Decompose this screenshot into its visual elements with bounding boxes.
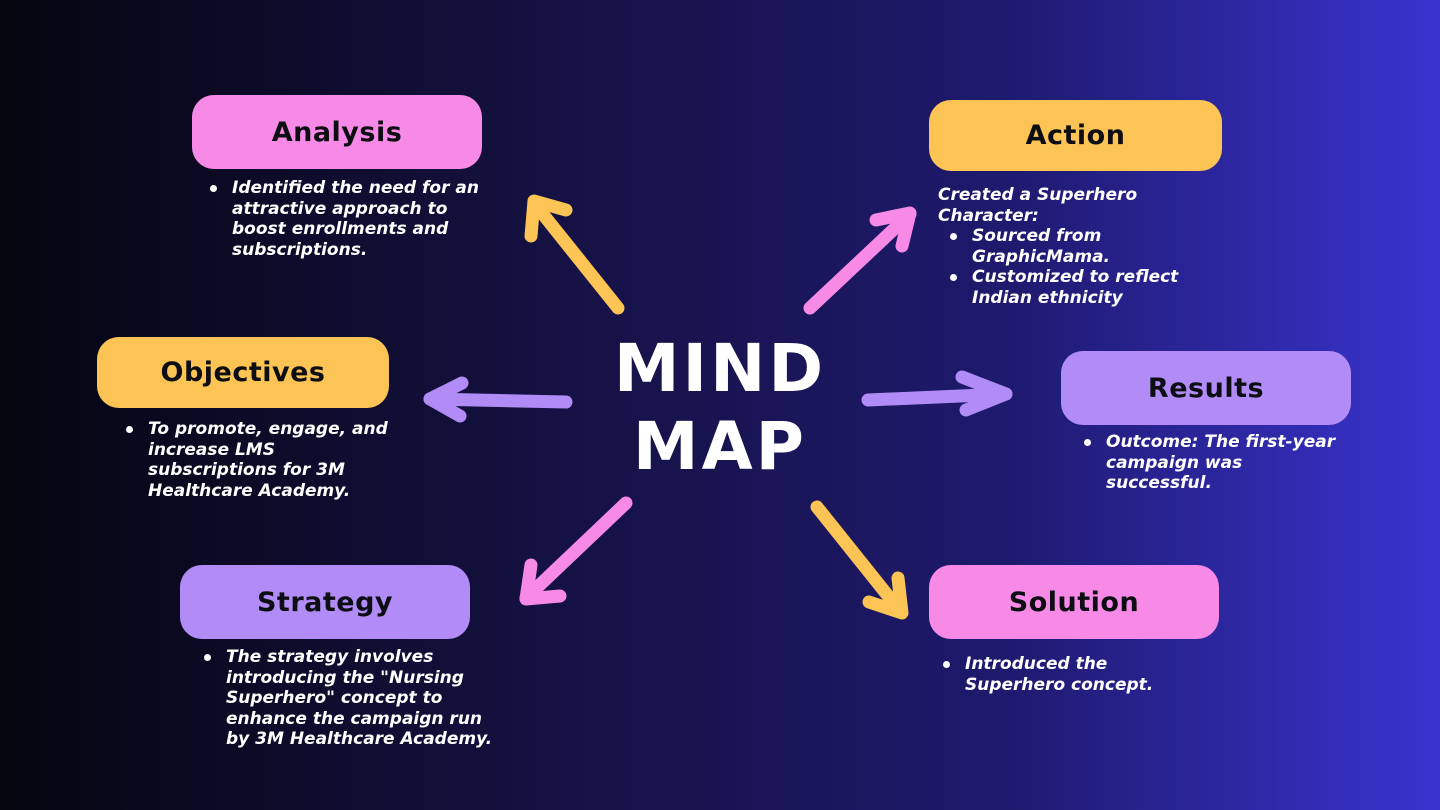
arrow-to-results bbox=[861, 370, 1013, 417]
title-line-1: MIND bbox=[613, 330, 827, 407]
arrow-to-strategy bbox=[519, 496, 633, 606]
solution-bullet-1: Introduced the Superhero concept. bbox=[943, 654, 1173, 695]
title-line-2: MAP bbox=[632, 408, 808, 485]
arrow-to-objectives bbox=[423, 376, 573, 423]
action-details: Created a Superhero Character: Sourced f… bbox=[938, 185, 1208, 308]
action-node: Action bbox=[929, 100, 1222, 171]
arrow-to-analysis bbox=[524, 194, 625, 315]
objectives-details: To promote, engage, and increase LMS sub… bbox=[126, 419, 396, 501]
analysis-bullet-1: Identified the need for an attractive ap… bbox=[210, 178, 500, 260]
arrow-to-solution bbox=[810, 500, 909, 620]
analysis-details: Identified the need for an attractive ap… bbox=[210, 178, 500, 260]
strategy-node: Strategy bbox=[180, 565, 470, 639]
solution-details: Introduced the Superhero concept. bbox=[943, 654, 1173, 695]
action-bullet-2: Customized to reflect Indian ethnicity bbox=[950, 267, 1208, 308]
objectives-bullet-1: To promote, engage, and increase LMS sub… bbox=[126, 419, 396, 501]
analysis-node: Analysis bbox=[192, 95, 482, 169]
arrow-to-action bbox=[803, 206, 917, 315]
strategy-bullet-1: The strategy involves introducing the "N… bbox=[204, 647, 509, 750]
results-details: Outcome: The first-year campaign was suc… bbox=[1084, 432, 1349, 494]
strategy-details: The strategy involves introducing the "N… bbox=[204, 647, 509, 750]
results-node: Results bbox=[1061, 351, 1351, 425]
objectives-node: Objectives bbox=[97, 337, 389, 408]
action-intro: Created a Superhero Character: bbox=[938, 185, 1138, 226]
mind-map-title: MIND MAP bbox=[560, 330, 880, 486]
results-bullet-1: Outcome: The first-year campaign was suc… bbox=[1084, 432, 1349, 494]
action-bullet-1: Sourced from GraphicMama. bbox=[950, 226, 1208, 267]
solution-node: Solution bbox=[929, 565, 1219, 639]
